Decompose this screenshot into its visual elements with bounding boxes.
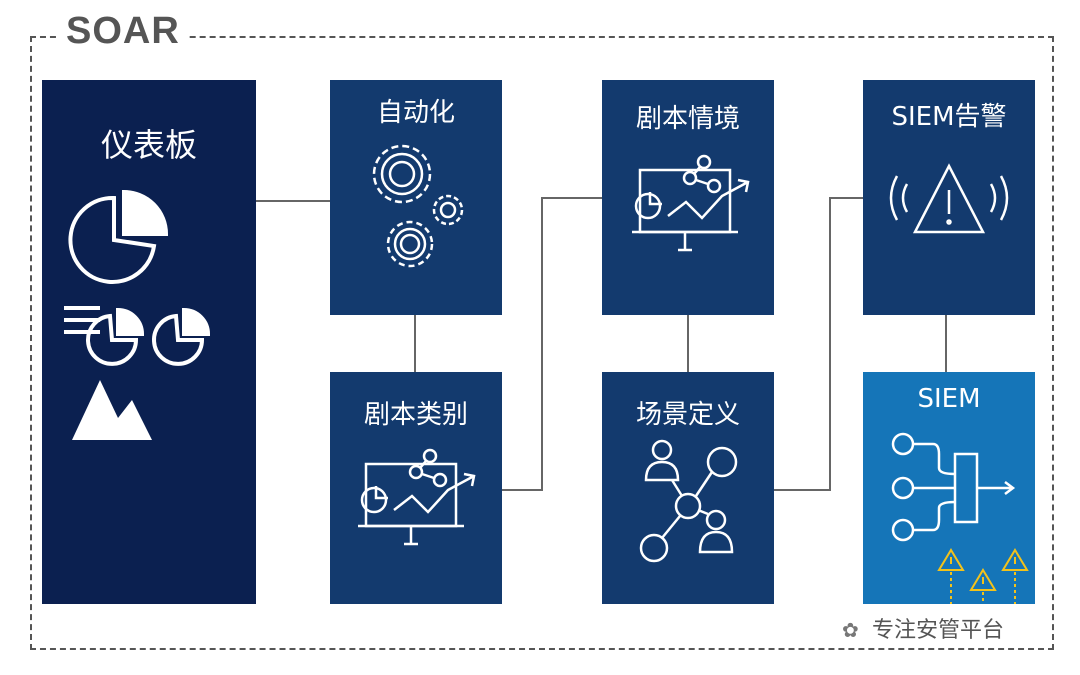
- data-funnel-icon: [889, 430, 1019, 538]
- connector-category-context: [502, 197, 602, 491]
- siem-label: SIEM: [917, 384, 981, 414]
- wechat-icon: ✿: [842, 618, 859, 642]
- automation-label: 自动化: [376, 98, 455, 128]
- watermark: ✿ 专注安管平台: [838, 612, 1009, 644]
- presentation-chart-icon: [630, 156, 754, 260]
- dashboard-box: 仪表板: [42, 80, 256, 604]
- automation-box: 自动化: [330, 80, 502, 315]
- siem-alert-box: SIEM告警: [863, 80, 1035, 315]
- warning-signs-icon: [935, 548, 1033, 604]
- gears-icon: [368, 140, 478, 280]
- dashboard-label: 仪表板: [100, 126, 197, 164]
- presentation-chart-icon: [356, 450, 480, 554]
- diagram-title: SOAR: [58, 10, 188, 53]
- playbook-category-box: 剧本类别: [330, 372, 502, 604]
- watermark-text: 专注安管平台: [872, 618, 1005, 643]
- alert-warning-icon: [885, 162, 1013, 236]
- network-people-icon: [636, 438, 742, 564]
- scenario-definition-box: 场景定义: [602, 372, 774, 604]
- soar-frame: [30, 36, 1054, 650]
- siem-alert-label: SIEM告警: [891, 102, 1007, 132]
- playbook-category-label: 剧本类别: [363, 400, 468, 430]
- siem-box: SIEM: [863, 372, 1035, 604]
- connector-scenario-alert: [774, 197, 863, 491]
- scenario-definition-label: 场景定义: [635, 400, 740, 430]
- dashboard-charts-icon: [62, 190, 252, 440]
- playbook-context-label: 剧本情境: [635, 104, 740, 134]
- playbook-context-box: 剧本情境: [602, 80, 774, 315]
